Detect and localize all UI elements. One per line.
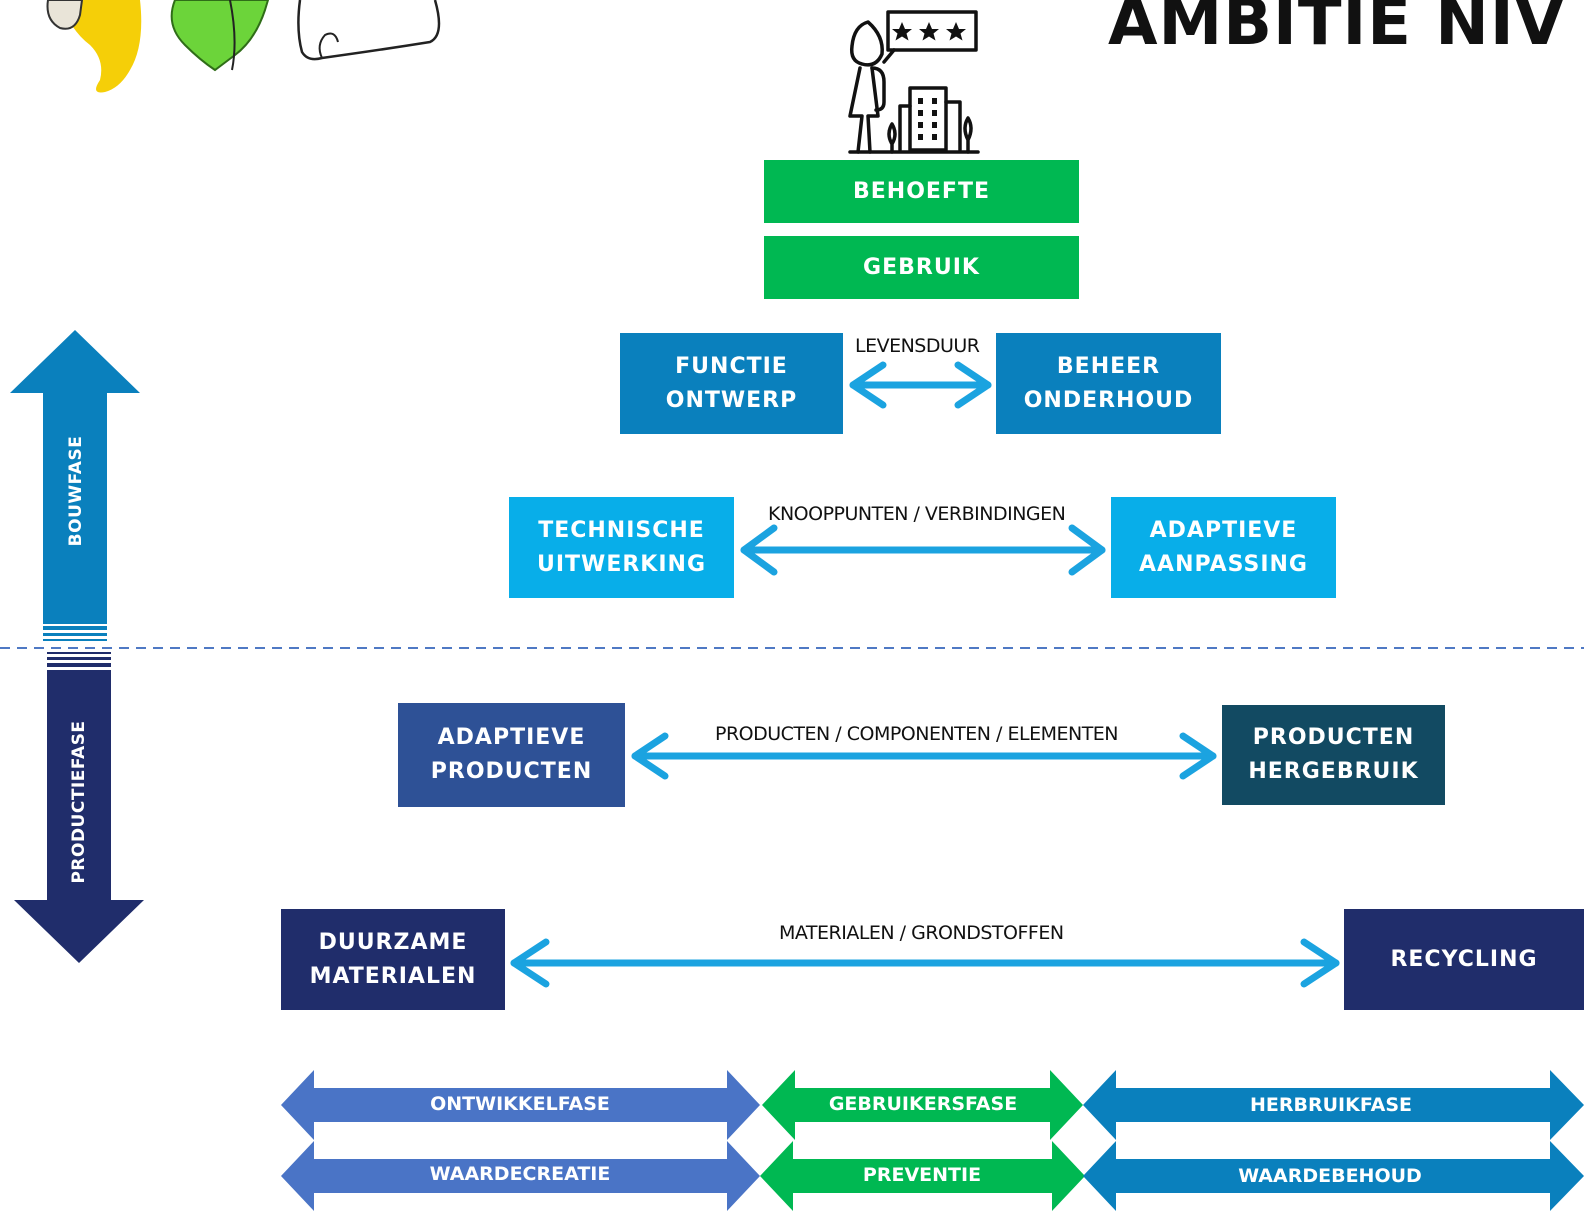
materialen-label: MATERIALEN / GRONDSTOFFEN <box>779 922 1064 944</box>
waardecreatie-band <box>281 1141 760 1211</box>
phase-band <box>281 1070 1584 1211</box>
productiefase-label: PRODUCTIEFASE <box>69 720 89 884</box>
page-title: AMBITIE NIV <box>1108 0 1566 60</box>
person-review-building-icon <box>848 10 980 154</box>
bouwfase-arrow <box>10 330 140 641</box>
levensduur-arrow <box>849 361 992 409</box>
materialen-arrow <box>510 938 1340 988</box>
knooppunten-label: KNOOPPUNTEN / VERBINDINGEN <box>768 503 1066 525</box>
preventie-band <box>760 1141 1085 1211</box>
knooppunten-arrow <box>740 524 1106 576</box>
ontwikkelfase-band <box>281 1070 760 1140</box>
phase-label-gebruikersfase: GEBRUIKERSFASE <box>828 1093 1018 1115</box>
box-behoefte: BEHOEFTE <box>764 160 1079 223</box>
producten-arrow <box>631 732 1217 780</box>
phase-label-waardecreatie: WAARDECREATIE <box>429 1163 611 1185</box>
box-gebruik: GEBRUIK <box>764 236 1079 299</box>
gebruikersfase-band <box>762 1070 1083 1140</box>
waardebehoud-band <box>1083 1141 1584 1211</box>
phase-label-herbruikfase: HERBRUIKFASE <box>1249 1094 1413 1116</box>
box-recycling: RECYCLING <box>1344 909 1584 1010</box>
producten-label: PRODUCTEN / COMPONENTEN / ELEMENTEN <box>715 723 1119 745</box>
illustrated-figures-icon <box>46 0 441 93</box>
levensduur-label: LEVENSDUUR <box>855 335 980 357</box>
productiefase-arrow <box>14 652 144 963</box>
herbruikfase-band <box>1083 1070 1584 1140</box>
phase-label-preventie: PREVENTIE <box>862 1164 982 1186</box>
phase-label-ontwikkelfase: ONTWIKKELFASE <box>430 1093 610 1115</box>
phase-label-waardebehoud: WAARDEBEHOUD <box>1238 1165 1422 1187</box>
bouwfase-label: BOUWFASE <box>66 435 86 547</box>
